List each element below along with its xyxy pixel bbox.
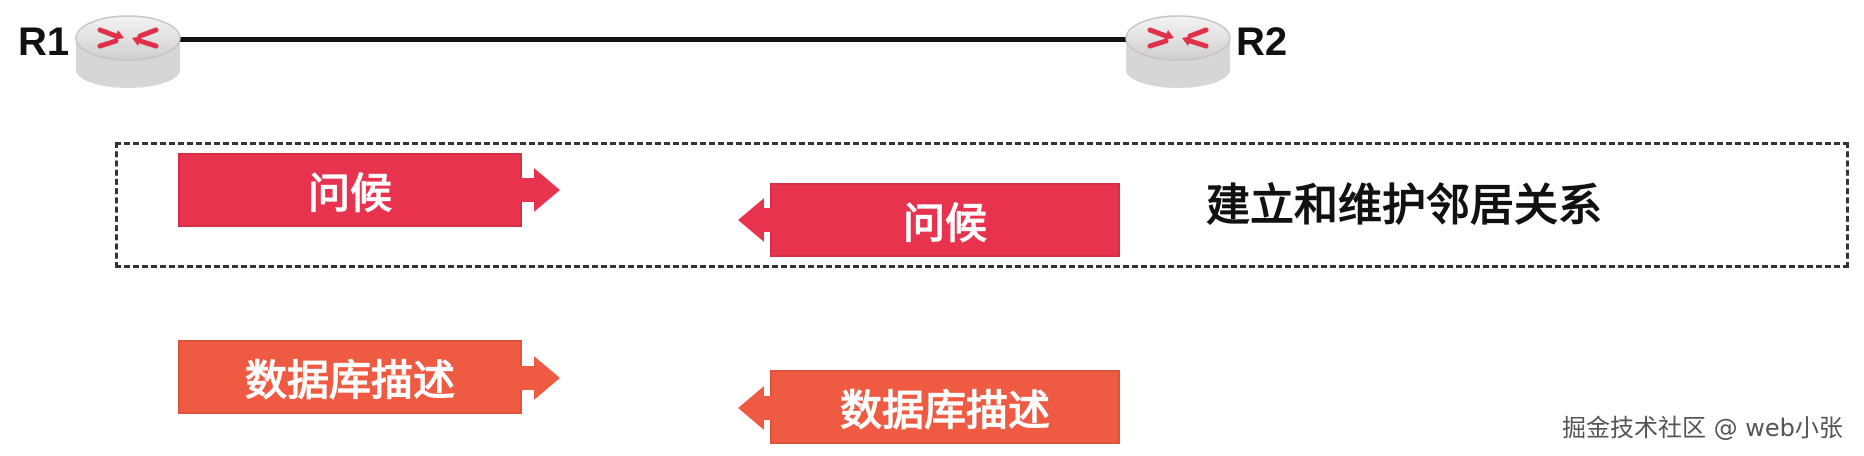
router-r2-icon [1122, 8, 1234, 96]
hello-message-r2: 问候 [770, 183, 1120, 257]
neighbor-relationship-note: 建立和维护邻居关系 [1206, 180, 1602, 231]
router-link-line [150, 37, 1140, 42]
router-r1-icon [72, 8, 184, 96]
hello-message-r1: 问候 [178, 153, 522, 227]
dbd-message-r2: 数据库描述 [770, 370, 1120, 444]
router-r2-label: R2 [1236, 20, 1288, 64]
arrow-right-icon [520, 168, 560, 212]
arrow-right-icon [520, 356, 560, 400]
router-r1-label: R1 [18, 20, 70, 64]
neighbor-relationship-box [115, 142, 1849, 268]
arrow-left-icon [738, 198, 778, 242]
arrow-left-icon [738, 386, 778, 430]
dbd-message-r1: 数据库描述 [178, 340, 522, 414]
watermark: 掘金技术社区 @ web小张 [1562, 414, 1843, 442]
